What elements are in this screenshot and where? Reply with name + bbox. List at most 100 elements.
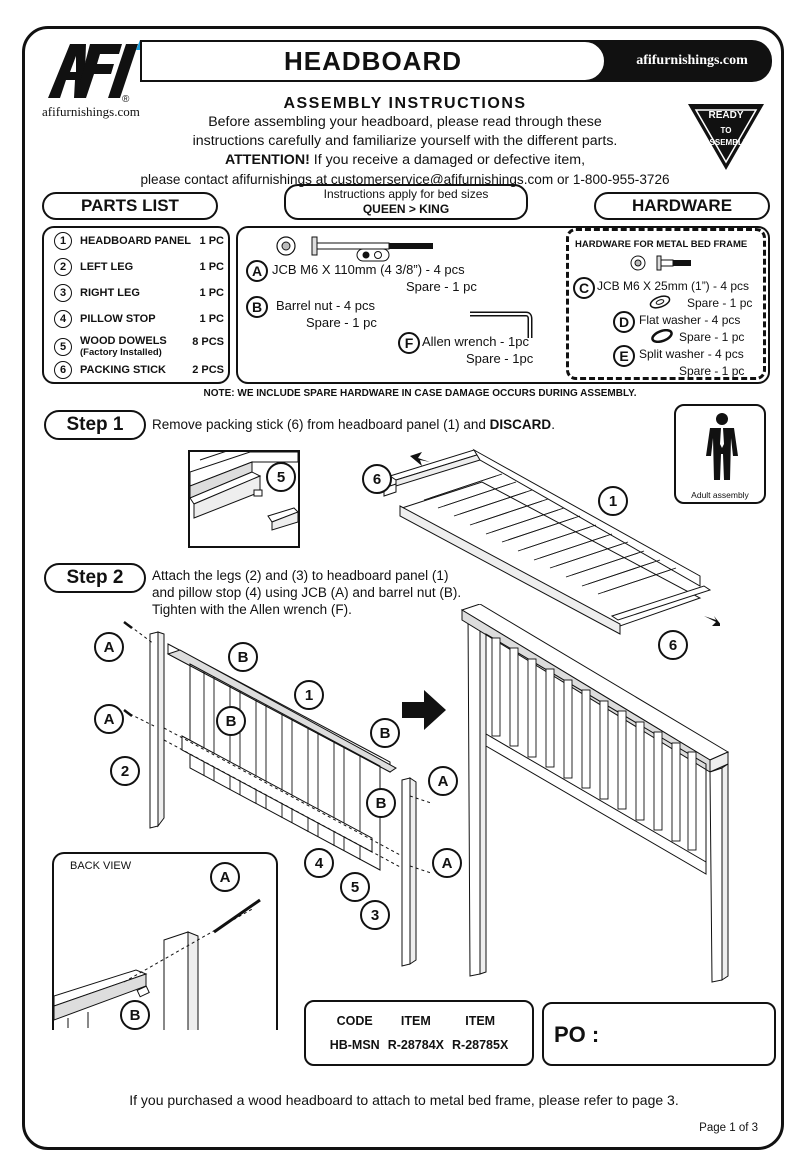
part-row-1: 1 HEADBOARD PANEL 1 PC [54,232,224,250]
po-box[interactable]: PO : [542,1002,776,1066]
page-frame [22,26,784,1150]
bolt-a-icon [276,236,433,256]
flat-washer-icon [649,295,671,309]
barrel-nut-icon [356,248,390,262]
part-qty: 2 PCS [192,364,224,376]
intro-line-3-text: If you receive a damaged or defective it… [309,152,586,168]
hardware-box: A JCB M6 X 110mm (4 3/8”) - 4 pcs Spare … [236,226,770,384]
part-qty: 1 PC [199,313,224,325]
item-header-2: ITEM [465,1014,496,1028]
step-2-line-1: Attach the legs (2) and (3) to headboard… [152,568,449,583]
hardware-b-letter: B [246,296,268,318]
part-number: 4 [54,310,72,328]
intro-heading: ASSEMBLY INSTRUCTIONS [283,95,527,112]
attention-label: ATTENTION! [224,152,310,168]
step-1-panel-drawing [383,448,720,635]
hardware-e-letter: E [613,345,635,367]
step-2-label: Step 2 [44,563,146,593]
step-1-text-a: Remove packing stick (6) from headboard … [152,417,490,432]
hardware-f-spare: Spare - 1pc [466,351,534,366]
step-2-text: Attach the legs (2) and (3) to headboard… [152,567,461,618]
step-1-callout-1: 1 [598,486,628,516]
step-2-callout-b1: B [228,642,258,672]
part-number: 5 [54,338,72,356]
back-view-callout-b: B [120,1000,150,1030]
part-name: RIGHT LEG [80,287,140,299]
part-qty: 1 PC [199,287,224,299]
sizes-line-1: Instructions apply for bed sizes [323,187,489,201]
split-washer-icon [651,329,673,343]
back-view-drawing [54,898,261,1030]
part-name: HEADBOARD PANEL [80,235,192,247]
parts-list-box: 1 HEADBOARD PANEL 1 PC 2 LEFT LEG 1 PC 3… [42,226,230,384]
bolt-c-icon [630,255,691,271]
item-header-1: ITEM [400,1014,431,1028]
part-name: PILLOW STOP [80,313,156,325]
step-2-line-3: Tighten with the Allen wrench (F). [152,602,352,617]
sizes-line-2: QUEEN > KING [362,202,450,216]
hardware-f-letter: F [398,332,420,354]
afi-logo: ® afifurnishings.com [40,36,165,122]
part-row-4: 4 PILLOW STOP 1 PC [54,310,224,328]
item-value-2: R-28785X [452,1038,509,1052]
step-1-label: Step 1 [44,410,146,440]
hardware-b-text: Barrel nut - 4 pcs [276,298,375,313]
step-2-callout-3: 3 [360,900,390,930]
adult-figure-icon [706,413,738,480]
hardware-note: NOTE: WE INCLUDE SPARE HARDWARE IN CASE … [203,388,637,399]
intro-block: ASSEMBLY INSTRUCTIONS Before assembling … [110,94,700,189]
part-name: PACKING STICK [80,364,166,376]
step-2-callout-a1: A [94,632,124,662]
intro-line-4: please contact afifurnishings at custome… [140,172,670,187]
step-1-discard: DISCARD [489,417,552,432]
hardware-heading: HARDWARE [594,192,770,220]
logo-registered: ® [122,94,130,105]
step-1-callout-5: 5 [266,462,296,492]
adult-assembly-label: Adult assembly [691,490,749,500]
intro-line-1: Before assembling your headboard, please… [208,114,602,130]
part-row-6: 6 PACKING STICK 2 PCS [54,361,224,379]
back-view-box: BACK VIEW [52,852,278,1030]
code-table-header: CODE ITEM ITEM [326,1009,513,1033]
step-2-exploded-drawing [123,621,430,967]
step-1-text: Remove packing stick (6) from headboard … [152,416,555,433]
step-2-line-2: and pillow stop (4) using JCB (A) and ba… [152,585,462,600]
bed-sizes-box: Instructions apply for bed sizes QUEEN >… [284,184,528,220]
part-name: WOOD DOWELS [80,335,167,347]
part-row-5: 5 WOOD DOWELS (Factory Installed) 8 PCS [54,336,224,358]
page-title: HEADBOARD [140,40,606,82]
code-table-row: HB-MSN R-28784X R-28785X [326,1033,513,1057]
part-name: LEFT LEG [80,261,134,273]
step-2-callout-2: 2 [110,756,140,786]
step-2-callout-b3: B [370,718,400,748]
code-value: HB-MSN [329,1038,380,1052]
parts-list-heading: PARTS LIST [42,192,218,220]
hardware-c-text: JCB M6 X 25mm (1”) - 4 pcs [597,279,750,293]
assembled-headboard-drawing [460,604,730,983]
hardware-c-letter: C [573,277,595,299]
code-table: CODE ITEM ITEM HB-MSN R-28784X R-28785X [326,1009,513,1057]
hardware-e-spare: Spare - 1 pc [679,364,745,378]
badge-ready: READY [708,110,744,121]
part-row-2: 2 LEFT LEG 1 PC [54,258,224,276]
step-2-callout-a3: A [428,766,458,796]
intro-line-3: ATTENTION! If you receive a damaged or d… [110,151,700,170]
hardware-c-spare: Spare - 1 pc [687,296,753,310]
step-2-callout-1: 1 [294,680,324,710]
step-2-callout-a2: A [94,704,124,734]
adult-assembly-box: Adult assembly [674,404,766,504]
arrow-right-icon [402,690,446,730]
part-sub: (Factory Installed) [80,347,162,358]
hardware-d-letter: D [613,311,635,333]
badge-assemble: ASSEMBLE [703,138,749,147]
step-2-callout-5: 5 [340,872,370,902]
part-number: 2 [54,258,72,276]
po-label: PO : [554,1022,600,1047]
step-2-callout-b2: B [216,706,246,736]
footer-note: If you purchased a wood headboard to att… [129,1092,679,1108]
hardware-d-spare: Spare - 1 pc [679,330,745,344]
back-view-callout-a: A [210,862,240,892]
part-name-wrap: WOOD DOWELS (Factory Installed) [80,335,167,359]
part-row-3: 3 RIGHT LEG 1 PC [54,284,224,302]
hardware-a-spare: Spare - 1 pc [406,279,477,294]
